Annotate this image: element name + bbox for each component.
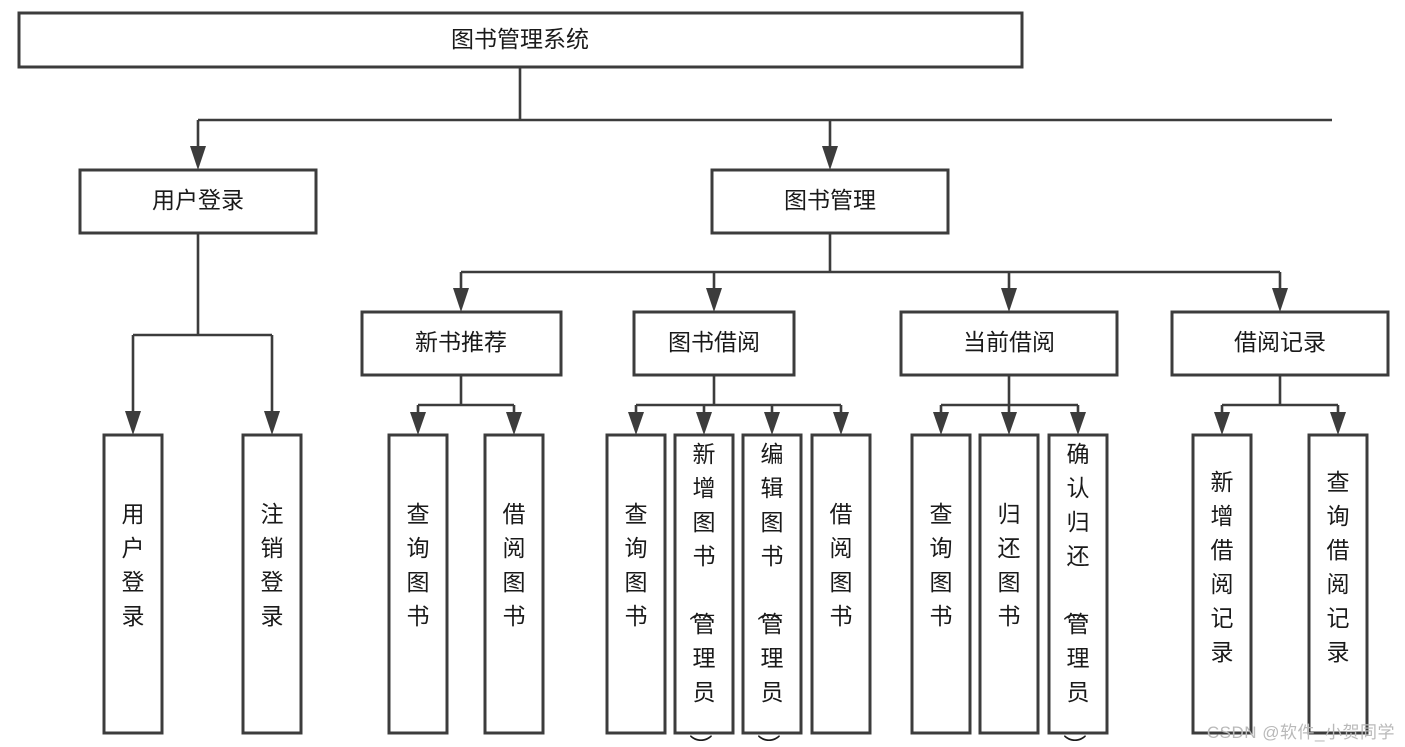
- arrow-icon: [410, 412, 426, 435]
- leaf-node[interactable]: 确认归还（管理员）: [1047, 433, 1109, 747]
- leaf-label: 归还图书: [998, 501, 1021, 629]
- connector-borrow-to-leaves: [628, 375, 849, 435]
- arrow-icon: [1070, 412, 1086, 435]
- connector-root-to-level1: [190, 67, 1332, 170]
- connector-current-to-leaves: [933, 375, 1086, 435]
- leaf-label: 新增图书（管理员）: [688, 441, 716, 747]
- arrow-icon: [628, 412, 644, 435]
- leaf-node[interactable]: 查询图书: [910, 433, 972, 735]
- leaf-node[interactable]: 查询借阅记录: [1307, 433, 1369, 735]
- arrow-icon: [833, 412, 849, 435]
- node-borrow-records-label: 借阅记录: [1234, 329, 1326, 355]
- arrow-icon: [1001, 412, 1017, 435]
- node-user-login-label: 用户登录: [152, 187, 244, 213]
- node-book-management-label: 图书管理: [784, 187, 876, 213]
- leaf-label: 借阅图书: [503, 501, 526, 629]
- watermark-text: CSDN @软件_小贺同学: [1206, 723, 1395, 742]
- connector-bookmgmt-to-level2: [453, 233, 1288, 312]
- leaf-label: 查询图书: [407, 501, 430, 629]
- leaf-node[interactable]: 查询图书: [605, 433, 667, 735]
- connector-newbook-to-leaves: [410, 375, 522, 435]
- leaf-node[interactable]: 归还图书: [978, 433, 1040, 735]
- arrow-icon: [190, 146, 206, 170]
- arrow-icon: [1214, 412, 1230, 435]
- node-book-management[interactable]: 图书管理: [710, 168, 950, 235]
- connector-records-to-leaves: [1214, 375, 1346, 435]
- arrow-icon: [453, 288, 469, 312]
- leaf-label: 用户登录: [122, 501, 145, 629]
- leaf-node[interactable]: 编辑图书（管理员）: [741, 433, 803, 747]
- leaf-label: 查询借阅记录: [1327, 469, 1350, 665]
- leaf-label: 注销登录: [261, 501, 284, 629]
- arrow-icon: [1001, 288, 1017, 312]
- leaf-label: 借阅图书: [830, 501, 853, 629]
- leaf-label: 查询图书: [930, 501, 953, 629]
- node-borrow-records[interactable]: 借阅记录: [1170, 310, 1390, 377]
- leaf-label: 新增借阅记录: [1211, 469, 1234, 665]
- connector-userlogin-to-leaves: [125, 233, 280, 435]
- arrow-icon: [696, 412, 712, 435]
- arrow-icon: [1330, 412, 1346, 435]
- leaf-node[interactable]: 借阅图书: [483, 433, 545, 735]
- arrow-icon: [125, 411, 141, 435]
- node-root[interactable]: 图书管理系统: [17, 11, 1024, 69]
- arrow-icon: [506, 412, 522, 435]
- leaf-node[interactable]: 用户登录: [102, 433, 164, 735]
- leaf-label: 确认归还（管理员）: [1062, 441, 1090, 747]
- node-new-book-recommend[interactable]: 新书推荐: [360, 310, 563, 377]
- node-root-label: 图书管理系统: [451, 26, 589, 52]
- arrow-icon: [764, 412, 780, 435]
- leaf-label: 查询图书: [625, 501, 648, 629]
- arrow-icon: [706, 288, 722, 312]
- leaf-node[interactable]: 借阅图书: [810, 433, 872, 735]
- node-user-login[interactable]: 用户登录: [78, 168, 318, 235]
- arrow-icon: [933, 412, 949, 435]
- node-book-borrow[interactable]: 图书借阅: [632, 310, 796, 377]
- arrow-icon: [1272, 288, 1288, 312]
- node-current-borrow-label: 当前借阅: [963, 329, 1055, 355]
- node-new-book-recommend-label: 新书推荐: [415, 329, 507, 355]
- arrow-icon: [264, 411, 280, 435]
- leaf-node[interactable]: 新增图书（管理员）: [673, 433, 735, 747]
- arrow-icon: [822, 146, 838, 170]
- leaf-label: 编辑图书（管理员）: [756, 441, 784, 747]
- leaf-node[interactable]: 注销登录: [241, 433, 303, 735]
- node-book-borrow-label: 图书借阅: [668, 329, 760, 355]
- node-current-borrow[interactable]: 当前借阅: [899, 310, 1119, 377]
- leaf-node[interactable]: 新增借阅记录: [1191, 433, 1253, 735]
- leaf-node[interactable]: 查询图书: [387, 433, 449, 735]
